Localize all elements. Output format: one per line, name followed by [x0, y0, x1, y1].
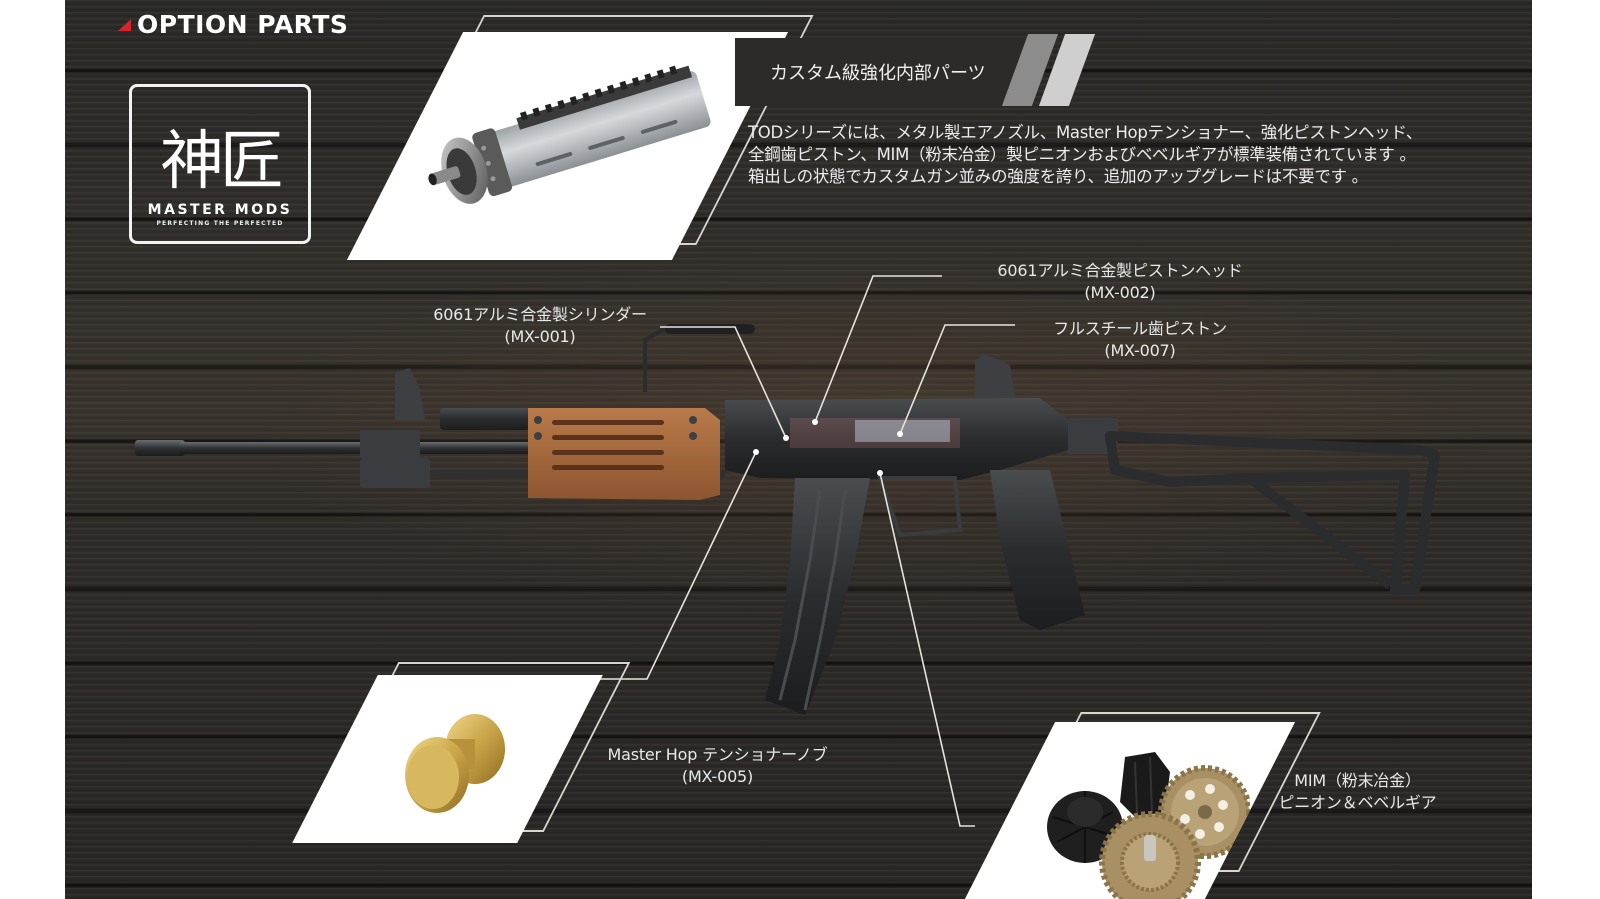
callout-code: (MX-002) — [1084, 283, 1156, 302]
hop-tensioner-knob-image — [292, 675, 603, 843]
logo-kanji: 神匠 — [160, 125, 284, 199]
intro-heading: カスタム級強化内部パーツ — [770, 63, 986, 84]
callout-label: 6061アルミ合金製シリンダー — [433, 305, 647, 324]
description-line: 箱出しの状態でカスタムガン並みの強度を誇り、追加のアップグレードは不要です 。 — [748, 167, 1368, 186]
description-line: TODシリーズには、メタル製エアノズル、Master Hopテンショナー、強化ピ… — [748, 123, 1423, 142]
intro-description: TODシリーズには、メタル製エアノズル、Master Hopテンショナー、強化ピ… — [748, 122, 1422, 188]
piston-assembly-icon — [428, 65, 711, 204]
callout-gears: MIM（粉末冶金） ピニオン＆ベベルギア — [1255, 770, 1460, 814]
callout-code: ピニオン＆ベベルギア — [1278, 793, 1437, 812]
callout-label: Master Hop テンショナーノブ — [607, 745, 828, 764]
red-triangle-icon — [118, 18, 131, 31]
callout-label: フルスチール歯ピストン — [1053, 319, 1227, 338]
section-header: OPTION PARTS — [118, 10, 348, 39]
section-title: OPTION PARTS — [137, 10, 349, 39]
logo-name: MASTER MODS — [147, 202, 293, 218]
master-mods-logo: 神匠 MASTER MODS PERFECTING THE PERFECTED — [129, 84, 311, 244]
piston-assembly-image — [346, 32, 789, 260]
callout-hop-knob: Master Hop テンショナーノブ (MX-005) — [580, 744, 855, 788]
callout-code: (MX-005) — [681, 767, 754, 786]
gears-icon — [1047, 752, 1252, 899]
callout-code: (MX-001) — [504, 327, 576, 346]
callout-cylinder: 6061アルミ合金製シリンダー (MX-001) — [410, 304, 670, 348]
callout-label: MIM（粉末冶金） — [1294, 771, 1421, 790]
logo-tagline: PERFECTING THE PERFECTED — [156, 220, 284, 227]
callout-piston-head: 6061アルミ合金製ピストンヘッド (MX-002) — [975, 260, 1265, 304]
callout-label: 6061アルミ合金製ピストンヘッド — [997, 261, 1243, 280]
intro-heading-bar: カスタム級強化内部パーツ — [735, 38, 1035, 106]
gear-set-image — [964, 722, 1296, 899]
callout-code: (MX-007) — [1104, 341, 1176, 360]
brass-knob-icon — [405, 714, 505, 813]
callout-piston: フルスチール歯ピストン (MX-007) — [1030, 318, 1250, 362]
description-line: 全鋼歯ピストン、MIM（粉末冶金）製ピニオンおよびベベルギアが標準装備されていま… — [748, 145, 1416, 164]
